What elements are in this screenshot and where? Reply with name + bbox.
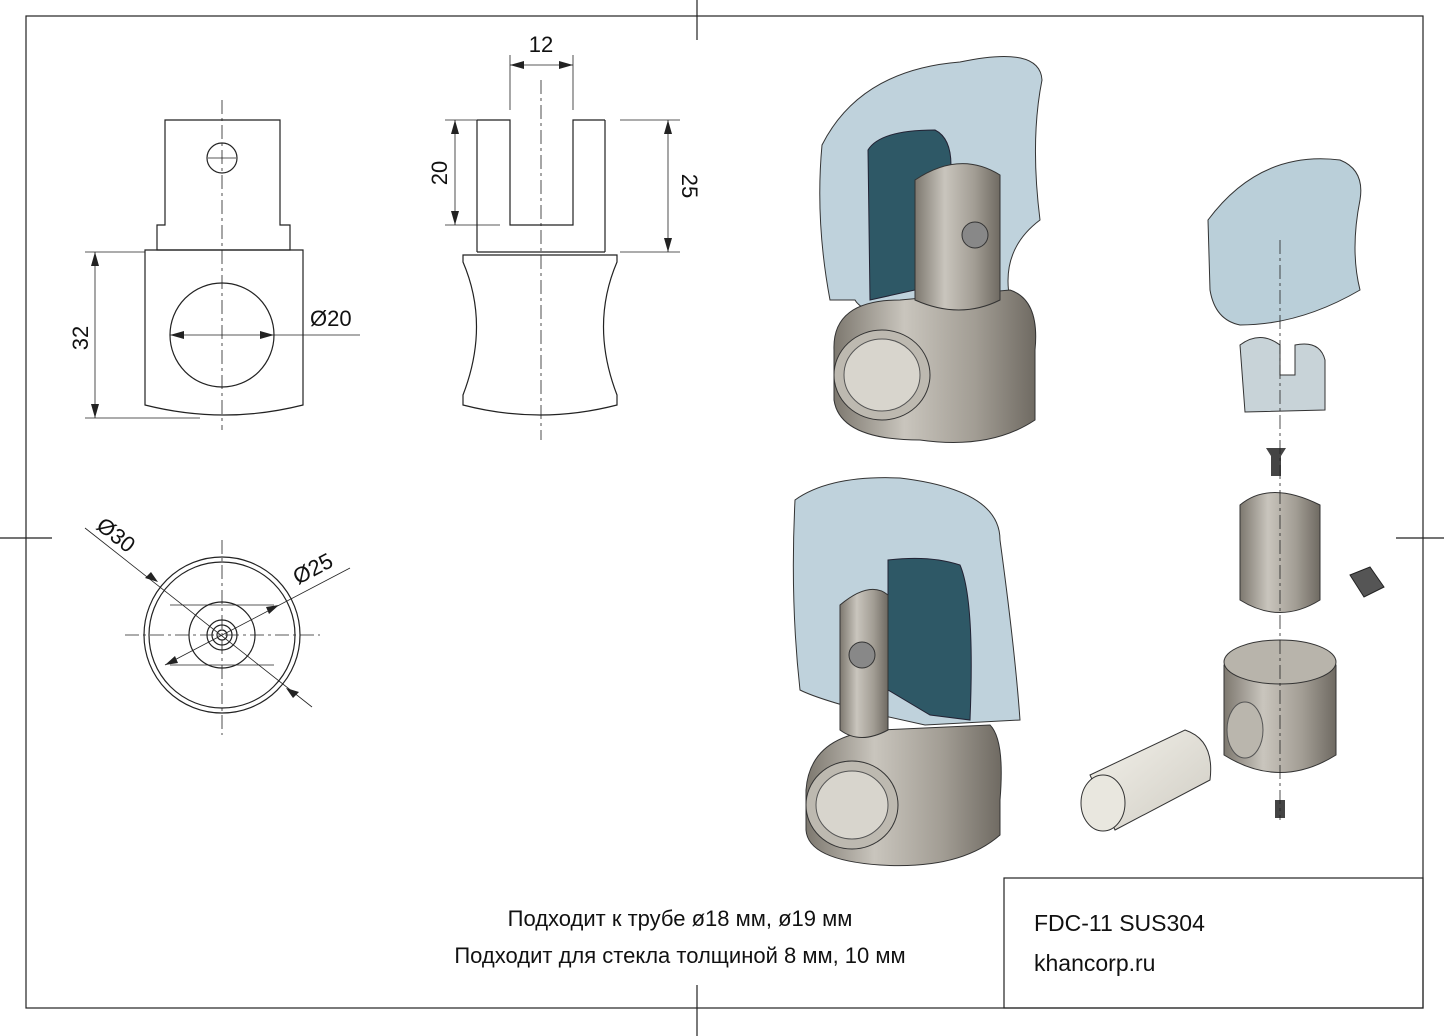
front-view — [85, 100, 360, 430]
dim-outer-diameter: Ø30 — [92, 512, 140, 557]
render-assembled-front — [819, 56, 1043, 443]
drawing-frame — [25, 15, 1424, 1009]
note-tube-compat: Подходит к трубе ø18 мм, ø19 мм — [507, 906, 853, 931]
dim-20: 20 — [427, 161, 452, 185]
dim-inner-diameter: Ø25 — [289, 548, 337, 590]
dim-25: 25 — [677, 174, 702, 198]
render-exploded — [1080, 158, 1385, 832]
render-assembled-back — [792, 477, 1021, 867]
title-website[interactable]: khancorp.ru — [1034, 950, 1156, 976]
dim-hole-diameter: Ø20 — [310, 306, 352, 331]
dim-12: 12 — [529, 32, 553, 57]
title-model: FDC-11 SUS304 — [1034, 910, 1205, 936]
title-block — [1003, 877, 1424, 1009]
dim-32: 32 — [68, 326, 93, 350]
note-glass-compat: Подходит для стекла толщиной 8 мм, 10 мм — [454, 943, 906, 968]
top-view — [84, 527, 351, 735]
side-view — [445, 55, 680, 440]
